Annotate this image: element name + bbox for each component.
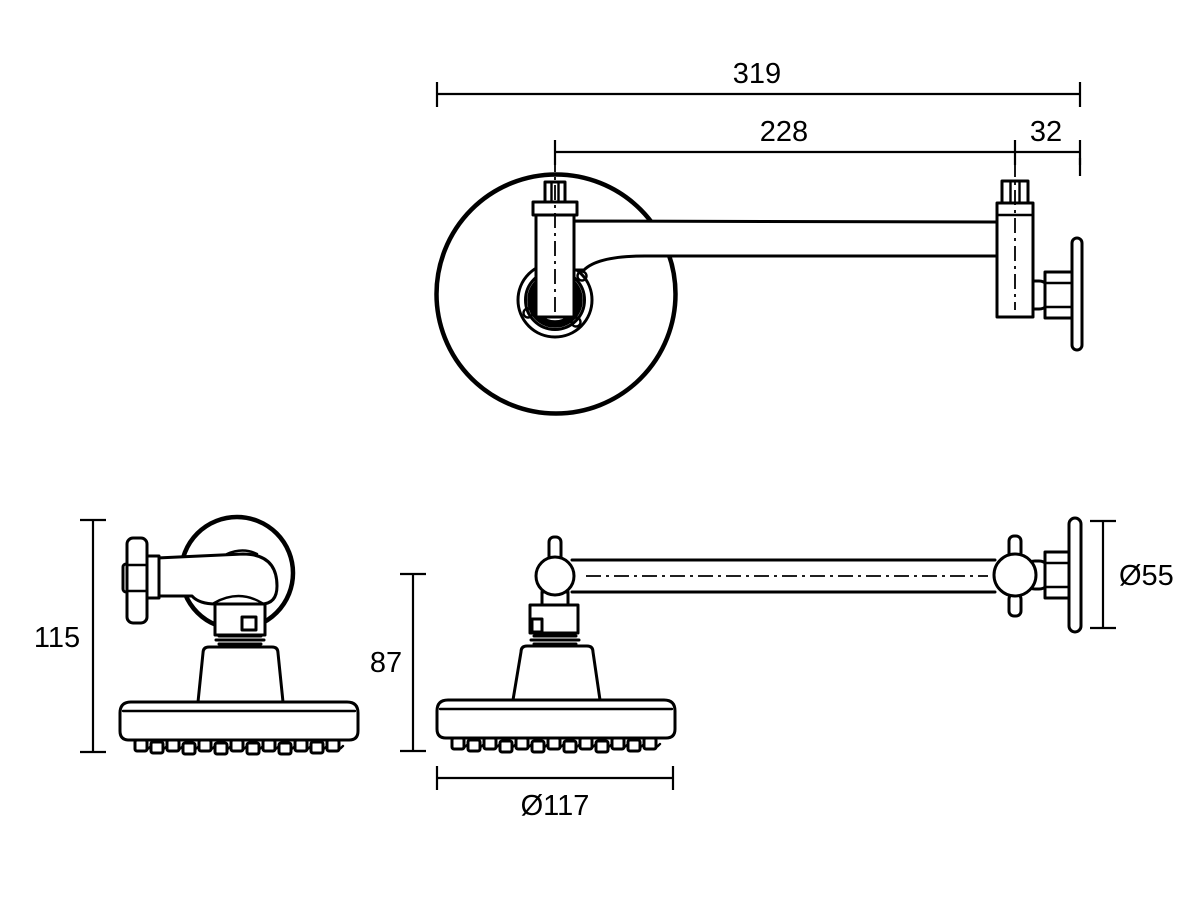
wall-flange-side [1067, 516, 1083, 634]
dim-label-wall-fitting: 32 [1030, 116, 1062, 148]
dimension-87: 87 [370, 572, 426, 753]
wall-union-nut [1043, 270, 1074, 320]
front-view-bracket [118, 514, 360, 756]
collar-notch [240, 615, 258, 632]
top-view [434, 157, 1084, 416]
cross-handle [125, 536, 149, 625]
dim-label-head-drop: 87 [370, 647, 402, 679]
dim-label-head-diameter: Ø117 [521, 790, 590, 822]
dimension-d117: Ø117 [435, 766, 675, 822]
ball-joint-head [534, 555, 576, 597]
shower-head-outline-top [434, 172, 678, 416]
dimension-228: 228 [553, 116, 1017, 165]
screw-hole [522, 307, 534, 319]
head-neck [511, 644, 602, 702]
head-neck [196, 645, 285, 704]
dim-label-bracket-height: 115 [34, 622, 80, 654]
dim-label-arm-projection: 228 [760, 116, 808, 148]
ball-joint-wall [992, 552, 1038, 598]
screw-hole [570, 316, 582, 328]
side-view-assembly [435, 516, 1083, 754]
dim-label-overall-length: 319 [733, 58, 781, 90]
dim-label-flange-diameter: Ø55 [1119, 560, 1174, 592]
dimension-319: 319 [435, 58, 1082, 107]
dimension-32: 32 [1015, 116, 1082, 165]
shower-head-front [118, 700, 360, 756]
collar-notch [530, 617, 544, 634]
shower-head-side [435, 698, 677, 754]
arm-elbow [155, 552, 279, 606]
wall-flange-edge [1070, 236, 1084, 352]
dimension-115: 115 [34, 518, 106, 754]
dimension-d55: Ø55 [1090, 519, 1174, 630]
shower-arm-top-view [558, 219, 999, 272]
handle-hub [145, 554, 161, 600]
